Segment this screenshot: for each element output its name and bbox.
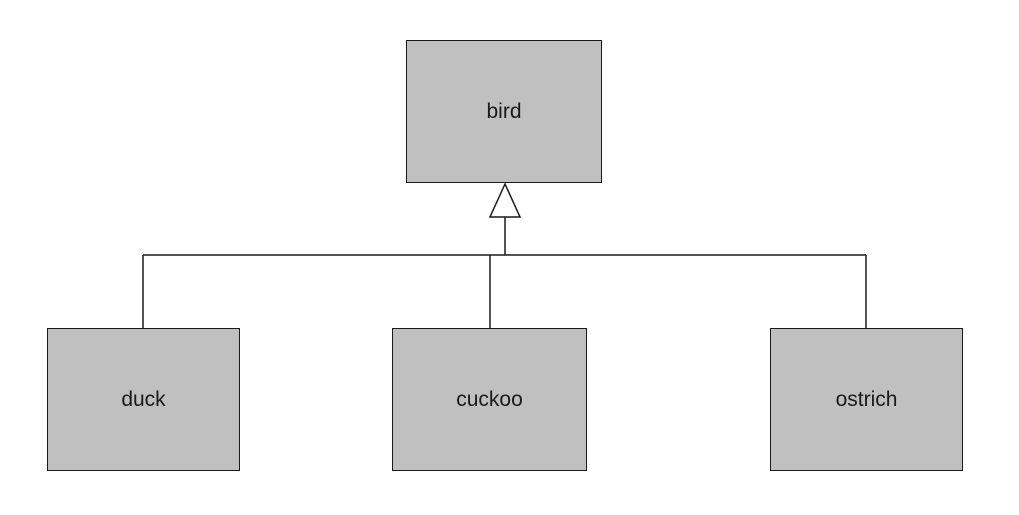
- class-label-ostrich: ostrich: [835, 387, 898, 411]
- class-label-duck: duck: [121, 387, 166, 411]
- class-label-bird: bird: [486, 99, 522, 123]
- class-box-duck[interactable]: duck: [47, 328, 240, 471]
- class-label-cuckoo: cuckoo: [456, 387, 523, 411]
- inheritance-arrowhead-icon: [488, 182, 522, 218]
- class-box-bird[interactable]: bird: [406, 40, 602, 183]
- class-box-cuckoo[interactable]: cuckoo: [392, 328, 587, 471]
- class-box-ostrich[interactable]: ostrich: [770, 328, 963, 471]
